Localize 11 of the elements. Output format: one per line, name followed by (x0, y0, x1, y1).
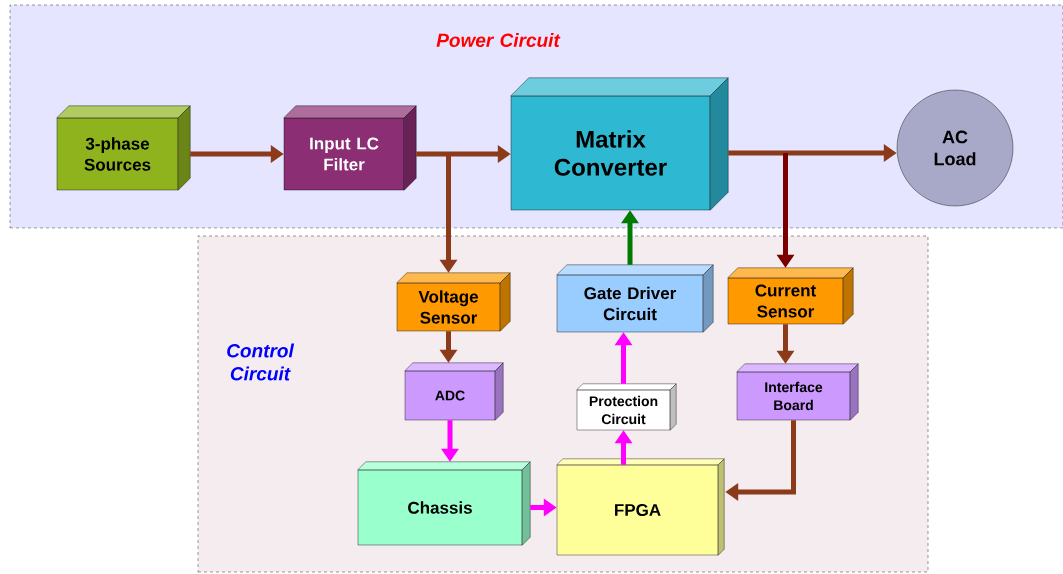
sensor-box: Voltage Sensor (396, 272, 511, 332)
interface-box: Interface Board (736, 363, 859, 421)
converter-box: ADC (404, 362, 504, 421)
sensor-box: Current Sensor (727, 267, 854, 325)
driver-box: Gate Driver Circuit (556, 264, 714, 333)
fpga-box: FPGA (556, 458, 725, 556)
chassis-box: Chassis (357, 461, 531, 546)
protection-box: Protection Circuit (576, 383, 677, 431)
filter-box: Input LC Filter (283, 105, 417, 191)
converter-box: Matrix Converter (510, 77, 729, 211)
source-box: 3-phase Sources (56, 105, 191, 191)
